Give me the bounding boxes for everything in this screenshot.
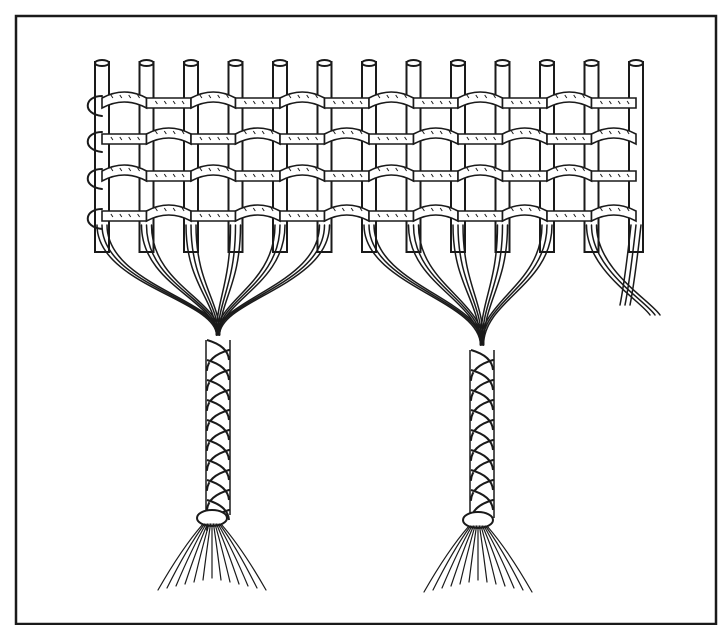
weft-band (236, 128, 281, 144)
weft-band (102, 92, 147, 108)
weft-band (280, 134, 325, 144)
stake-top (451, 60, 465, 66)
fringe-strands (97, 225, 660, 345)
weft-band (102, 134, 147, 144)
weft-band (147, 205, 192, 221)
warp-stake (140, 62, 154, 252)
fringe-strand (482, 225, 547, 345)
warp-stake (407, 62, 421, 252)
weft-band (236, 205, 281, 221)
stake-top (540, 60, 554, 66)
warp-stake (451, 62, 465, 252)
weft-band (369, 211, 414, 221)
weft-band (191, 92, 236, 108)
weft-band (102, 165, 147, 181)
warp-stakes (95, 60, 643, 252)
stake-top (629, 60, 643, 66)
weft-band (325, 205, 370, 221)
fringe-strand (107, 225, 220, 335)
weft-band (102, 211, 147, 221)
warp-stake (318, 62, 332, 252)
tassel-thread (158, 524, 203, 590)
weft-band (236, 171, 281, 181)
weft-band (191, 165, 236, 181)
stake-top (407, 60, 421, 66)
weft-band (236, 98, 281, 108)
stake-top (184, 60, 198, 66)
stake-top (273, 60, 287, 66)
weft-band (280, 211, 325, 221)
warp-stake (95, 62, 109, 252)
tassel-thread (484, 526, 514, 588)
tassel-ends (158, 510, 532, 592)
warp-stake (362, 62, 376, 252)
weft-band (325, 171, 370, 181)
tassel-thread (167, 524, 205, 588)
warp-stake (184, 62, 198, 252)
tassel-thread (487, 526, 532, 592)
weft-band (503, 205, 548, 221)
stake-top (95, 60, 109, 66)
tassel-thread (220, 524, 258, 588)
weft-band (280, 165, 325, 181)
weft-band (458, 211, 503, 221)
weft-band (592, 171, 637, 181)
weft-band (458, 134, 503, 144)
weft-band (280, 92, 325, 108)
weft-band (458, 165, 503, 181)
weft-band (547, 92, 592, 108)
warp-stake (540, 62, 554, 252)
weft-band (547, 165, 592, 181)
weft-band (414, 205, 459, 221)
tassel-thread (221, 524, 266, 590)
stake-top (362, 60, 376, 66)
weft-band (191, 134, 236, 144)
tassel-thread (486, 526, 524, 590)
tassel-thread (433, 526, 471, 590)
fringe-strand (374, 225, 484, 345)
weft-band (547, 134, 592, 144)
weft-band (325, 98, 370, 108)
weft-band (147, 171, 192, 181)
weft-band (547, 211, 592, 221)
tassel-thread (176, 524, 206, 586)
weft-band (147, 128, 192, 144)
warp-stake (629, 62, 643, 252)
weft-band (503, 128, 548, 144)
stake-top (140, 60, 154, 66)
weft-band (592, 98, 637, 108)
warp-stake (229, 62, 243, 252)
weft-band (414, 128, 459, 144)
weft-band (414, 98, 459, 108)
warp-stake (496, 62, 510, 252)
stake-top (585, 60, 599, 66)
weft-band (592, 128, 637, 144)
tassel-thread (218, 524, 248, 586)
tassel-thread (424, 526, 469, 592)
weft-band (503, 98, 548, 108)
stake-top (496, 60, 510, 66)
braids (206, 340, 494, 530)
weft-band (503, 171, 548, 181)
stake-top (318, 60, 332, 66)
weft-band (369, 165, 414, 181)
weft-band (458, 92, 503, 108)
weft-band (369, 134, 414, 144)
warp-stake (273, 62, 287, 252)
weft-band (191, 211, 236, 221)
warp-stake (585, 62, 599, 252)
weft-band (369, 92, 414, 108)
stake-top (229, 60, 243, 66)
weft-band (325, 128, 370, 144)
tassel-thread (442, 526, 472, 588)
fringe-strand (620, 225, 631, 305)
weft-band (414, 171, 459, 181)
weft-band (147, 98, 192, 108)
weft-band (592, 205, 637, 221)
